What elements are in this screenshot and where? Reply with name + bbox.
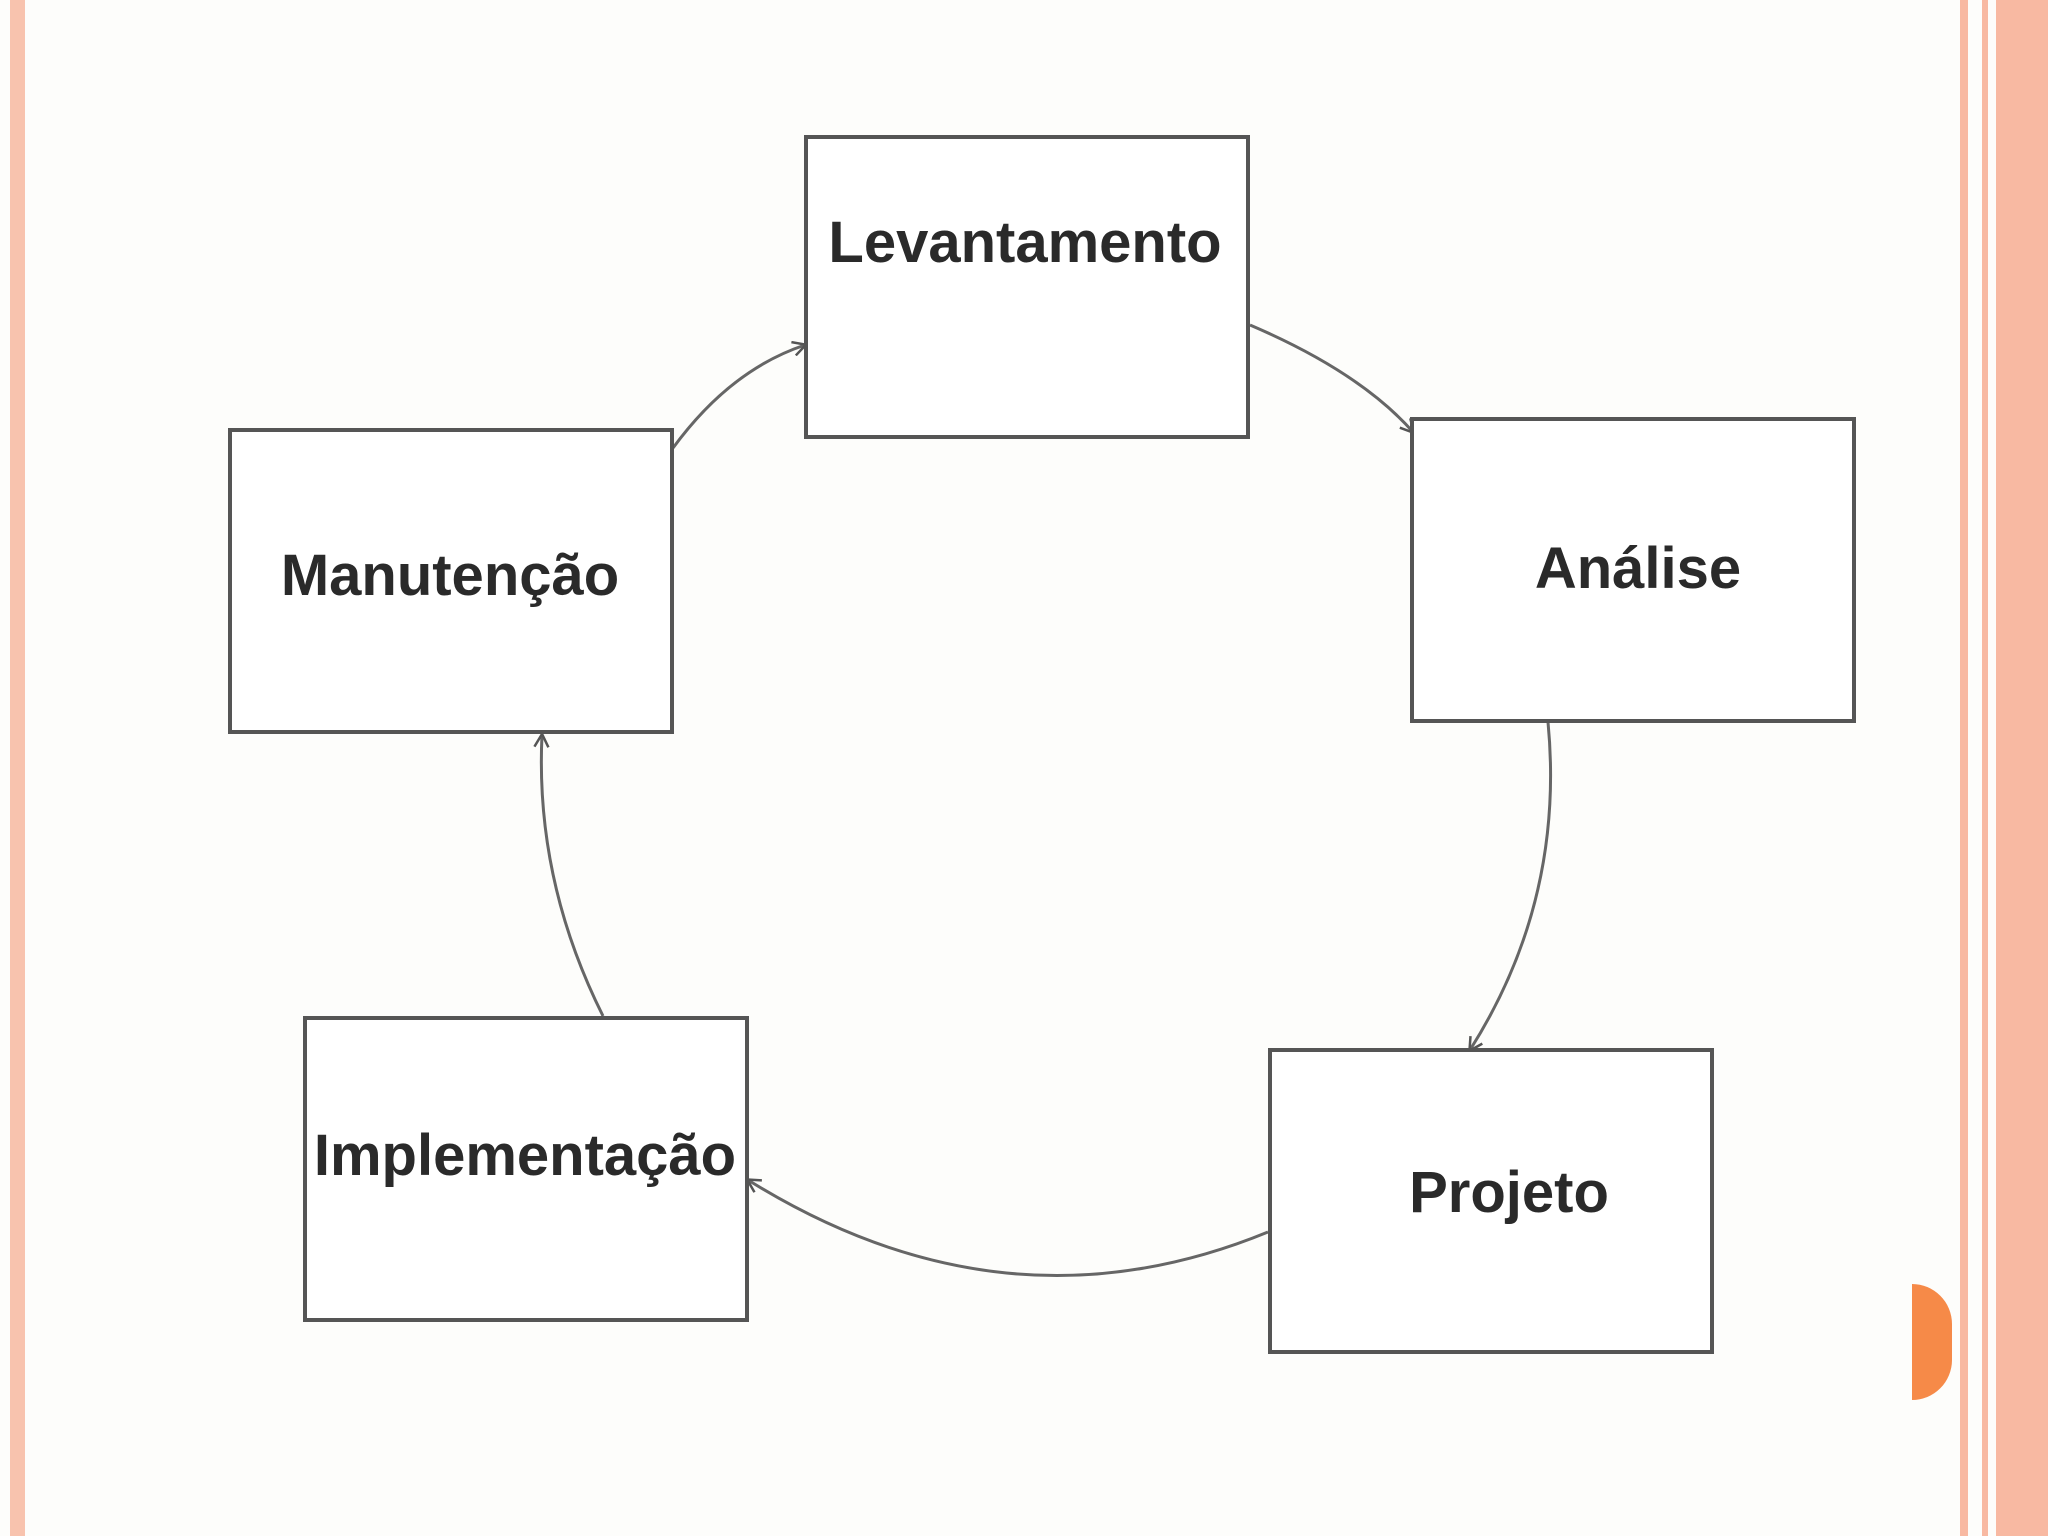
node-levantamento-label: Levantamento xyxy=(828,210,1221,275)
node-analise-label: Análise xyxy=(1535,536,1741,601)
slide-accent-tab xyxy=(1912,1284,1952,1400)
node-manutencao-label: Manutenção xyxy=(281,543,619,608)
edge-implementacao-manutencao xyxy=(541,735,605,1017)
node-implementacao: Implementação xyxy=(303,1016,749,1322)
slide-left-border xyxy=(10,0,25,1536)
edge-levantamento-analise xyxy=(1249,323,1413,432)
node-analise: Análise xyxy=(1410,417,1856,723)
node-manutencao: Manutenção xyxy=(228,428,674,734)
node-projeto-label: Projeto xyxy=(1409,1160,1609,1225)
node-projeto: Projeto xyxy=(1268,1048,1714,1354)
node-implementacao-label: Implementação xyxy=(314,1123,736,1188)
edge-projeto-implementacao xyxy=(748,1180,1269,1277)
edge-analise-projeto xyxy=(1470,721,1553,1050)
node-levantamento: Levantamento xyxy=(804,135,1250,439)
slide-right-border xyxy=(1958,0,2048,1536)
edge-manutencao-levantamento xyxy=(671,345,805,449)
